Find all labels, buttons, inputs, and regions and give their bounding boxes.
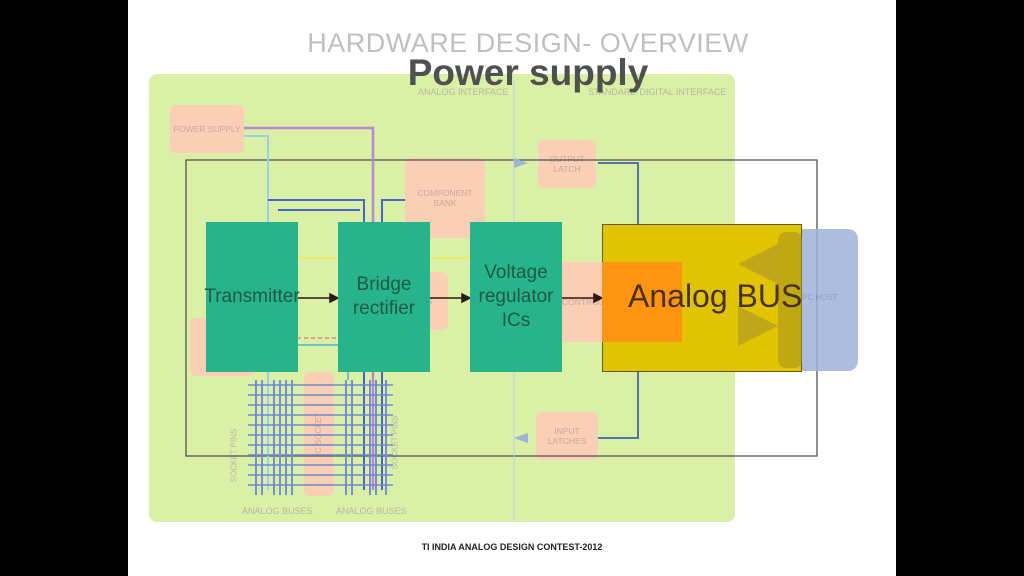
pc-host-label: PC HOST [802,293,838,302]
overlay-title: Power supply [407,52,649,93]
analog-buses-left-label: ANALOG BUSES [242,506,313,516]
diagram-wiring [185,80,818,520]
output-latch-block: OUTPUT LATCH [538,140,596,188]
section-digital-interface: STANDARD DIGITAL INTERFACE [588,87,727,97]
controller-overlay [602,262,682,342]
transmitter-label: Transmitter [204,286,300,308]
transmitter-block: Transmitter [204,222,300,372]
bus-arrows [738,232,802,368]
voltage-regulator-label: Voltage regulator ICs [478,262,554,331]
bridge-rectifier-label: Bridge rectifier [352,274,416,319]
power-supply-block: POWER SUPPLY [170,105,244,153]
analog-buses-right-label: ANALOG BUSES [336,506,407,516]
section-analog-interface: ANALOG INTERFACE [418,87,509,97]
bridge-rectifier-block: Bridge rectifier [338,222,430,372]
analog-bus-label: Analog BUS [628,278,803,314]
voltage-regulator-block: Voltage regulator ICs [470,222,562,372]
slide: ANALOG INTERFACE STANDARD DIGITAL INTERF… [128,0,896,576]
slide-title: HARDWARE DESIGN- OVERVIEW [307,28,749,58]
slide-footer: TI INDIA ANALOG DESIGN CONTEST-2012 [421,542,603,552]
input-latches-block: INPUT LATCHES [536,412,598,460]
